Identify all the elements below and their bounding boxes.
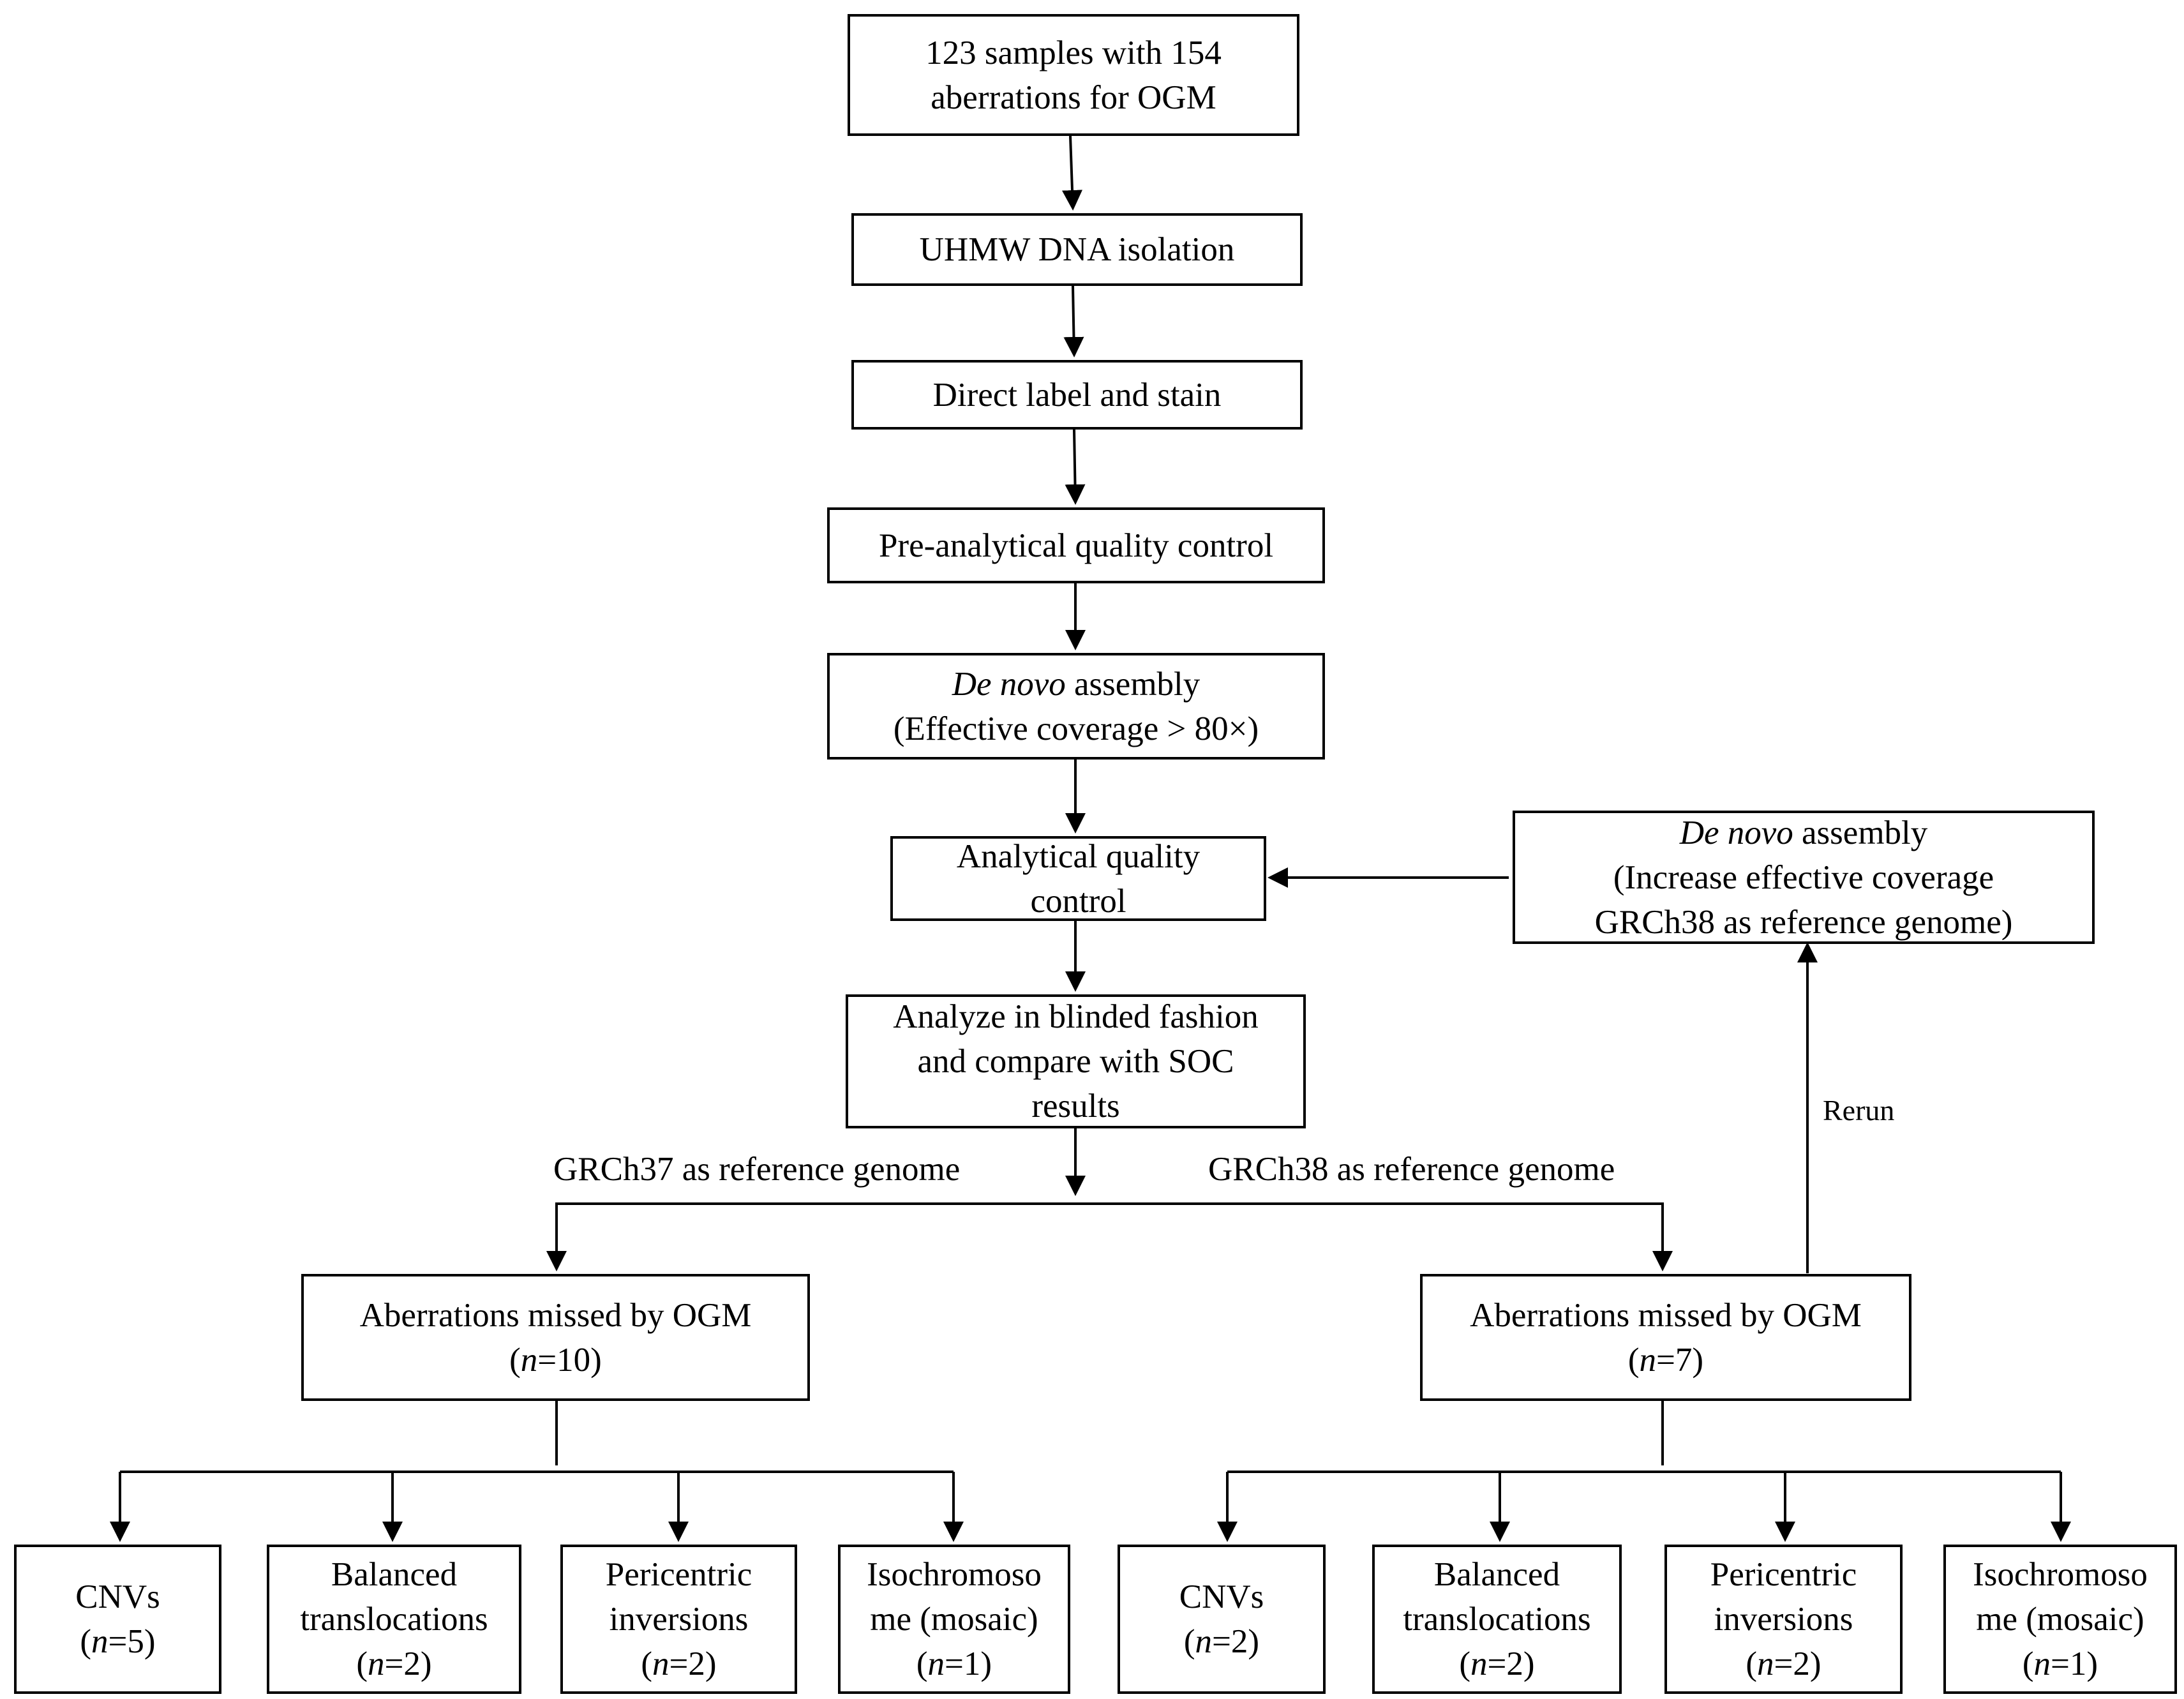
analyze-line-1: Analyze in blinded fashion xyxy=(893,998,1259,1035)
analyze-line-3: results xyxy=(1031,1088,1120,1125)
missed37-count: (n=10) xyxy=(509,1341,602,1379)
bal-a-line-2: translocations xyxy=(300,1601,488,1638)
start-box: 123 samples with 154 aberrations for OGM xyxy=(848,14,1299,136)
analytical-qc-box: Analytical quality control xyxy=(890,836,1266,921)
denovo2-italic: De novo xyxy=(1679,814,1793,851)
cnv-b-count: (n=2) xyxy=(1183,1623,1260,1660)
iso-a-line-2: me (mosaic) xyxy=(870,1601,1038,1638)
start-line-1: 123 samples with 154 xyxy=(925,34,1222,71)
denovo-line-1: De novo assembly xyxy=(952,662,1200,707)
denovo-italic: De novo xyxy=(952,665,1066,703)
balanced-grch37-box: Balanced translocations (n=2) xyxy=(267,1545,521,1694)
iso-b-line-1: Isochromoso xyxy=(1973,1556,2148,1593)
isochromosome-grch38-box: Isochromoso me (mosaic) (n=1) xyxy=(1943,1545,2177,1694)
missed-grch37-box: Aberrations missed by OGM (n=10) xyxy=(301,1274,810,1401)
cnv-a-label: CNVs xyxy=(75,1578,160,1615)
label-stain-box: Direct label and stain xyxy=(851,360,1303,430)
denovo2-line-3: GRCh38 as reference genome) xyxy=(1594,903,2013,941)
analyze-line-2: and compare with SOC xyxy=(917,1043,1234,1080)
bal-a-line-1: Balanced xyxy=(331,1556,458,1593)
iso-a-line-1: Isochromoso xyxy=(867,1556,1042,1593)
peri-b-line-2: inversions xyxy=(1714,1601,1853,1638)
bal-b-line-2: translocations xyxy=(1403,1601,1591,1638)
rerun-label: Rerun xyxy=(1823,1094,1895,1126)
isolation-box: UHMW DNA isolation xyxy=(851,213,1303,286)
cnv-b-label: CNVs xyxy=(1179,1578,1264,1615)
missed37-line-1: Aberrations missed by OGM xyxy=(359,1296,752,1334)
denovo-rest: assembly xyxy=(1065,665,1200,703)
denovo2-line-1: De novo assembly xyxy=(1680,811,1928,855)
analyze-box: Analyze in blinded fashion and compare w… xyxy=(846,994,1306,1128)
missed38-count: (n=7) xyxy=(1627,1341,1704,1379)
cnv-grch38-box: CNVs (n=2) xyxy=(1118,1545,1326,1694)
bal-b-line-1: Balanced xyxy=(1433,1556,1560,1593)
aqc-line-2: control xyxy=(1030,882,1126,920)
bal-a-count: (n=2) xyxy=(356,1645,432,1682)
iso-a-count: (n=1) xyxy=(916,1645,992,1682)
arrow-label-to-preqc xyxy=(1065,429,1086,505)
preqc-box: Pre-analytical quality control xyxy=(827,507,1325,583)
pericentric-grch37-box: Pericentric inversions (n=2) xyxy=(560,1545,797,1694)
denovo2-line-2: (Increase effective coverage xyxy=(1613,858,1994,896)
cnv-a-count: (n=5) xyxy=(80,1623,156,1660)
isochromosome-grch37-box: Isochromoso me (mosaic) (n=1) xyxy=(838,1545,1070,1694)
grch38-label: GRCh38 as reference genome xyxy=(1208,1151,1615,1188)
peri-a-line-1: Pericentric xyxy=(605,1556,752,1593)
line-split-grch38 xyxy=(1075,1202,1673,1271)
preqc-label: Pre-analytical quality control xyxy=(878,527,1274,564)
label-stain-label: Direct label and stain xyxy=(932,376,1222,414)
arrow-isolation-to-label xyxy=(1063,285,1084,357)
aqc-line-1: Analytical quality xyxy=(956,837,1200,875)
pericentric-grch38-box: Pericentric inversions (n=2) xyxy=(1664,1545,1903,1694)
bal-b-count: (n=2) xyxy=(1459,1645,1535,1682)
iso-b-line-2: me (mosaic) xyxy=(1976,1601,2144,1638)
cnv-grch37-box: CNVs (n=5) xyxy=(14,1545,221,1694)
grch37-label: GRCh37 as reference genome xyxy=(553,1151,961,1188)
line-split-grch37 xyxy=(546,1202,1075,1271)
peri-b-line-1: Pericentric xyxy=(1710,1556,1857,1593)
peri-b-count: (n=2) xyxy=(1746,1645,1821,1682)
arrow-start-to-isolation xyxy=(1062,135,1082,211)
missed-grch38-box: Aberrations missed by OGM (n=7) xyxy=(1420,1274,1911,1401)
missed38-line-1: Aberrations missed by OGM xyxy=(1470,1296,1862,1334)
balanced-grch38-box: Balanced translocations (n=2) xyxy=(1372,1545,1622,1694)
isolation-label: UHMW DNA isolation xyxy=(919,231,1235,268)
iso-b-count: (n=1) xyxy=(2022,1645,2098,1682)
denovo2-rest: assembly xyxy=(1793,814,1928,851)
denovo-rerun-box: De novo assembly (Increase effective cov… xyxy=(1513,811,2095,944)
start-line-2: aberrations for OGM xyxy=(931,79,1216,116)
denovo-line-2: (Effective coverage > 80×) xyxy=(893,710,1259,747)
peri-a-line-2: inversions xyxy=(609,1601,749,1638)
peri-a-count: (n=2) xyxy=(641,1645,717,1682)
denovo-assembly-box: De novo assembly (Effective coverage > 8… xyxy=(827,653,1325,760)
